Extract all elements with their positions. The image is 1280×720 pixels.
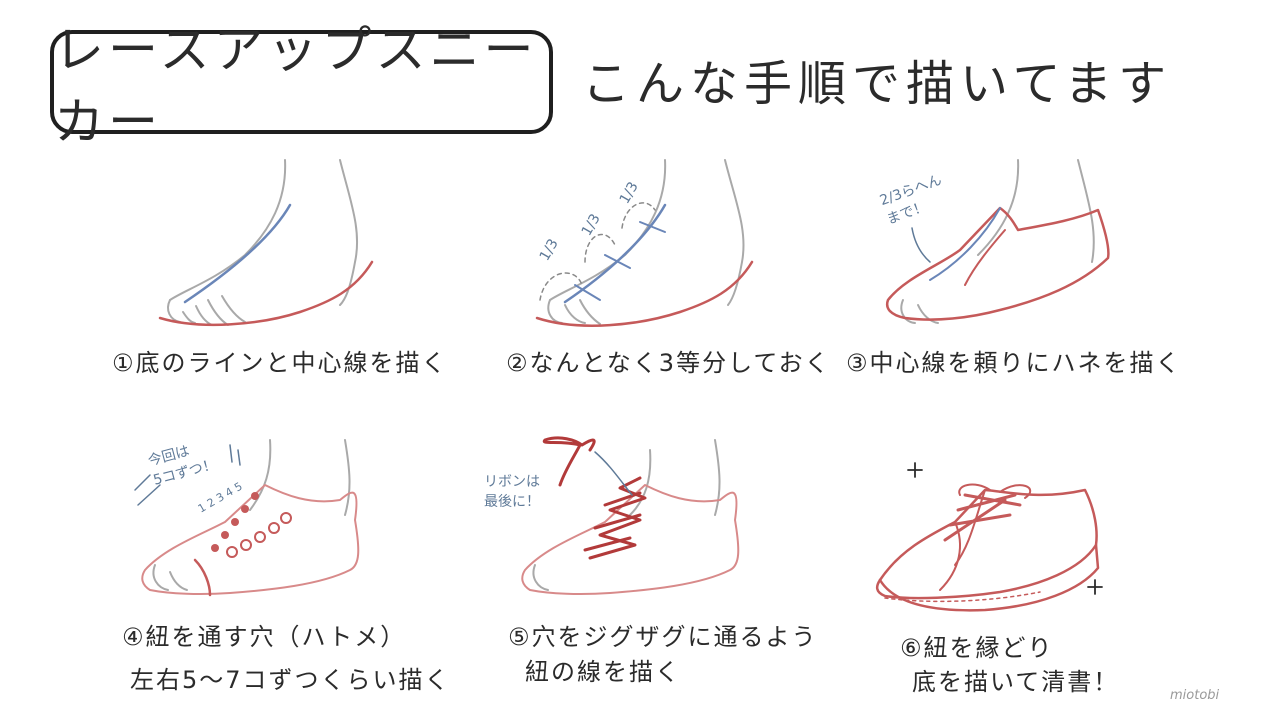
page-title: レースアップスニーカー: [54, 21, 538, 151]
step5-shoe-outline: [521, 484, 740, 595]
step3-shoe-outline: [886, 206, 1110, 321]
step4-eyelets-left: [211, 492, 259, 552]
step4-eyelets-right: [226, 512, 292, 558]
step3-caption: ③中心線を頼りにハネを描く: [846, 349, 1182, 377]
step5-caption-line2: 紐の線を描く: [525, 658, 681, 686]
step6-caption: ⑥紐を縁どり: [900, 634, 1054, 662]
page-subtitle: こんな手順で描いてます: [582, 56, 1173, 112]
step6-caption-line2: 底を描いて清書！: [912, 668, 1120, 696]
step5-ribbon: [542, 436, 596, 487]
step5-lace-zigzag: [588, 476, 647, 560]
step1-center-line: [183, 203, 292, 304]
step1-sole-line: [158, 260, 374, 327]
step4-caption-line2: 左右5〜7コずつくらい描く: [130, 666, 451, 694]
step6-shoe: [875, 483, 1100, 612]
step1-caption: ①底のラインと中心線を描く: [112, 349, 448, 377]
ribbon-note: リボンは 最後に！: [484, 474, 540, 510]
sparkle-icon: [907, 462, 1103, 595]
step2-thirds-marks: [574, 221, 666, 301]
title-box: レースアップスニーカー: [50, 21, 553, 151]
step5-foot: [532, 439, 721, 591]
step4-foot: [152, 439, 351, 591]
step2-caption: ②なんとなく3等分しておく: [506, 349, 831, 377]
signature: miotobi: [1170, 688, 1220, 703]
step4-caption: ④紐を通す穴（ハトメ）: [122, 623, 407, 651]
step4-shoe-outline: [141, 484, 360, 595]
step5-caption: ⑤穴をジグザグに通るよう: [508, 623, 818, 651]
step2-foot: [547, 159, 745, 325]
